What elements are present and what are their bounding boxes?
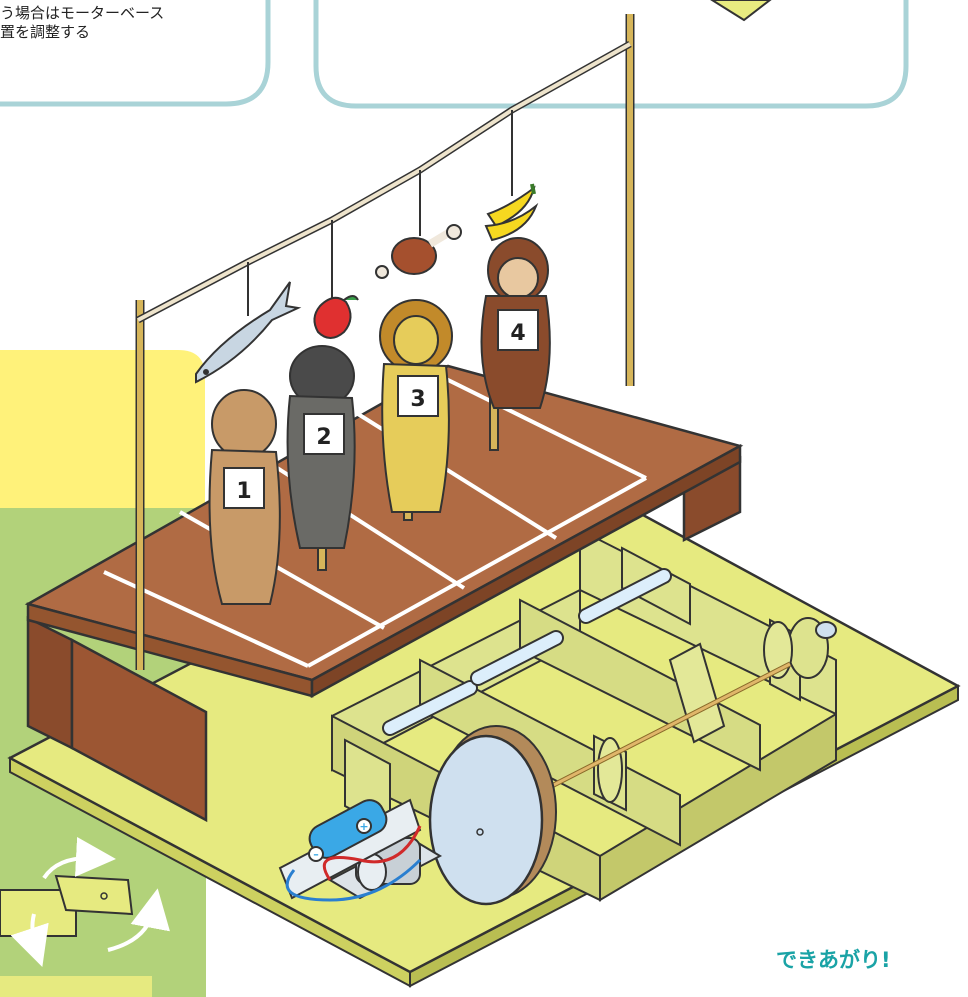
hanging-frame	[135, 14, 635, 670]
yellow-side-panel	[0, 350, 205, 508]
note-line-1: う場合はモーターベース	[0, 4, 165, 22]
instruction-note: う場合はモーターベース 置を調整する	[0, 4, 164, 42]
finished-caption: できあがり!	[776, 948, 891, 972]
svg-text:+: +	[359, 820, 368, 833]
meat-icon	[375, 224, 462, 279]
battery-icon: + –	[308, 799, 388, 862]
race-table	[24, 364, 744, 823]
top-board-corner	[710, 0, 772, 22]
bib-number-4: 4	[510, 321, 525, 346]
bib-number-3: 3	[410, 387, 425, 412]
fish-icon	[195, 281, 302, 384]
motor-battery-unit: + –	[278, 798, 443, 902]
rods	[382, 568, 837, 795]
rotate-arrow-icon	[0, 836, 170, 997]
bib-number-1: 1	[236, 479, 251, 504]
bib-number-2: 2	[316, 425, 331, 450]
note-panel-left	[0, 0, 271, 107]
svg-text:–: –	[313, 848, 319, 861]
raccoon-runner: 2	[286, 345, 356, 571]
monkey-runner: 4	[480, 237, 551, 451]
apple-icon	[313, 295, 359, 339]
banana-icon	[484, 183, 539, 242]
bear-runner: 1	[208, 389, 281, 605]
pulley-wheel	[428, 725, 557, 906]
note-line-2: 置を調整する	[0, 23, 91, 41]
lion-runner: 3	[379, 299, 453, 521]
